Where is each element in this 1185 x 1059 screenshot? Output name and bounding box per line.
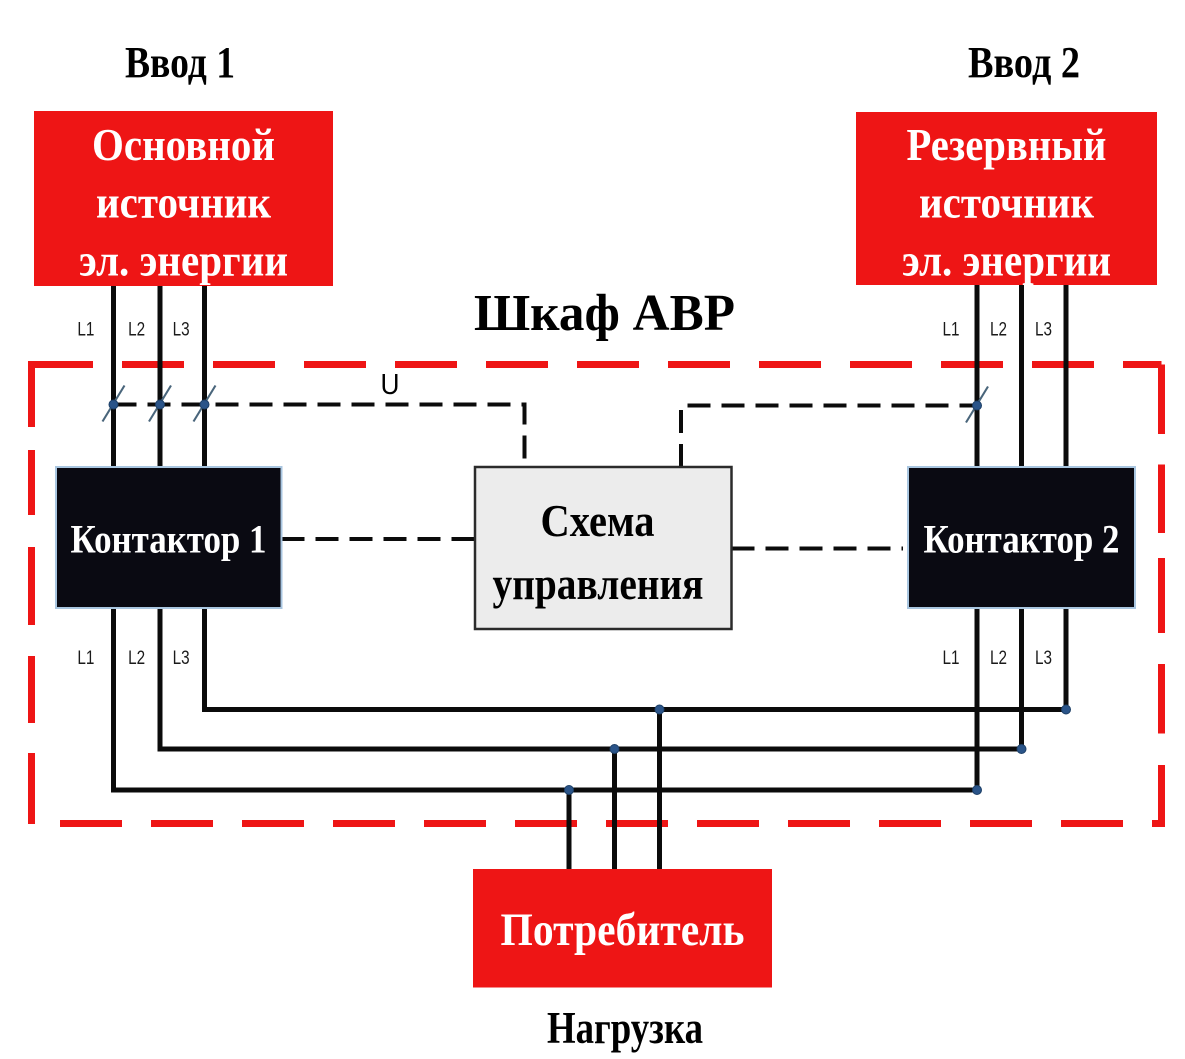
svg-text:L2: L2 xyxy=(128,648,145,669)
svg-text:L1: L1 xyxy=(77,648,94,669)
svg-text:L1: L1 xyxy=(943,648,960,669)
svg-text:L1: L1 xyxy=(943,320,960,341)
svg-text:Основной: Основной xyxy=(92,119,275,170)
svg-text:U: U xyxy=(381,369,400,401)
svg-text:источник: источник xyxy=(919,177,1094,228)
svg-text:Ввод 1: Ввод 1 xyxy=(125,38,235,87)
svg-text:L2: L2 xyxy=(990,320,1007,341)
svg-text:Потребитель: Потребитель xyxy=(501,904,745,956)
svg-text:L2: L2 xyxy=(128,320,145,341)
svg-text:L1: L1 xyxy=(77,320,94,341)
svg-text:Нагрузка: Нагрузка xyxy=(547,1003,703,1053)
svg-text:Ввод 2: Ввод 2 xyxy=(968,38,1080,87)
svg-text:L3: L3 xyxy=(1035,648,1052,669)
svg-text:Контактор 1: Контактор 1 xyxy=(71,517,267,562)
svg-text:Шкаф АВР: Шкаф АВР xyxy=(474,285,735,342)
svg-text:Схема: Схема xyxy=(541,496,655,546)
svg-text:L3: L3 xyxy=(1035,320,1052,341)
svg-text:эл. энергии: эл. энергии xyxy=(79,235,288,286)
svg-text:L2: L2 xyxy=(990,648,1007,669)
svg-text:Контактор 2: Контактор 2 xyxy=(924,517,1120,562)
svg-text:L3: L3 xyxy=(173,648,190,669)
svg-text:Резервный: Резервный xyxy=(907,119,1107,170)
svg-text:источник: источник xyxy=(96,177,271,228)
svg-text:эл. энергии: эл. энергии xyxy=(902,235,1111,286)
svg-text:управления: управления xyxy=(493,559,704,609)
svg-text:L3: L3 xyxy=(173,320,190,341)
